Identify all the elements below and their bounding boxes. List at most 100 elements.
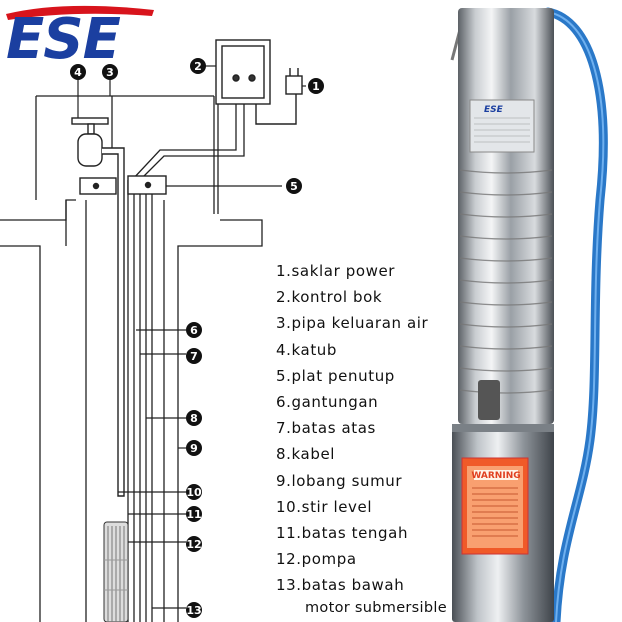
callout-marker: 10 [186,484,202,500]
callout-marker: 1 [308,78,324,94]
legend-continuation: motor submersible [305,600,447,616]
brand-logo: ESE [6,5,154,62]
callout-circle [308,78,324,94]
legend-item: 2.kontrol bok [276,284,456,310]
control-box [215,39,271,105]
legend-item-number: 10. [276,497,302,516]
legend-item-number: 8. [276,445,292,464]
callout-number: 2 [194,60,202,73]
callout-circle [186,536,202,552]
callout-marker: 8 [186,410,202,426]
pump-stage-rings [459,169,553,394]
legend-item-label: katub [291,340,338,359]
callout-circle [70,64,86,80]
legend-item: 10.stir level [276,494,456,520]
legend-item-label: batas atas [291,419,376,438]
legend-item: 4.katub [276,337,456,363]
callout-marker: 6 [186,322,202,338]
leader-lines [77,65,306,609]
pump-nameplate [469,99,535,153]
legend-item: 11.batas tengah [276,520,456,546]
legend-item-label: lobang sumur [291,471,403,490]
callout-circle [186,322,202,338]
callout-number: 1 [312,80,320,93]
callout-number: 4 [74,66,82,79]
callout-number: 5 [290,180,298,193]
callout-marker: 13 [186,602,202,618]
legend-item-number: 2. [276,288,292,307]
callout-marker: 3 [102,64,118,80]
legend-item-label: kontrol bok [291,288,383,307]
legend-item: 3.pipa keluaran air [276,310,456,336]
callout-circle [186,602,202,618]
pipe-frame [35,95,219,214]
legend-item-number: 13. [276,576,302,595]
callout-circle [186,506,202,522]
callout-circle [186,484,202,500]
callout-number: 8 [190,412,198,425]
legend-item: 1.saklar power [276,258,456,284]
legend-item-number: 11. [276,523,302,542]
callout-circle [102,64,118,80]
legend-item: 13.batas bawah [276,572,456,598]
pump-body [103,521,129,622]
callout-number: 9 [190,442,198,455]
legend-item: 5.plat penutup [276,363,456,389]
legend-item-number: 4. [276,340,292,359]
legend-item: 9.lobang sumur [276,468,456,494]
legend-item-number: 5. [276,366,292,385]
callout-number: 6 [190,324,198,337]
power-switch [255,68,303,125]
callout-circle [186,410,202,426]
callout-marker: 11 [186,506,202,522]
warning-title: WARNING [471,471,520,481]
legend-item-label: gantungan [291,392,379,411]
pump-intake [478,380,500,420]
callout-number: 3 [106,66,114,79]
legend-item-number: 12. [276,550,302,569]
callout-number: 13 [186,604,201,617]
legend-item-label: kabel [291,445,336,464]
callout-marker: 5 [286,178,302,194]
legend-item-label: batas tengah [301,523,409,542]
valve [71,117,125,497]
nameplate-logo: ESE [484,105,504,115]
callout-marker: 7 [186,348,202,364]
callout-number: 11 [186,508,201,521]
callout-circle [190,58,206,74]
legend-item-label: stir level [301,497,373,516]
callout-marker: 2 [190,58,206,74]
callout-marker: 4 [70,64,86,80]
callout-marker: 12 [186,536,202,552]
logo-text: ESE [6,7,121,62]
callout-circle [186,440,202,456]
legend-item-label: batas bawah [301,576,405,595]
callout-number: 12 [186,538,201,551]
legend-item-label: plat penutup [291,366,395,385]
callout-circle [286,178,302,194]
well-ground-outline [0,199,263,622]
callout-number: 7 [190,350,198,363]
legend-item: 6.gantungan [276,389,456,415]
legend-item-label: pipa keluaran air [291,314,429,333]
legend-item-number: 6. [276,392,292,411]
legend-item-number: 9. [276,471,292,490]
logo-swoosh [6,5,154,20]
legend-item-number: 3. [276,314,292,333]
legend-item-number: 7. [276,419,292,438]
legend-item-label: saklar power [291,262,396,280]
legend-item-label: pompa [301,550,357,569]
legend-item-number: 1. [276,262,292,280]
legend-item: 8.kabel [276,441,456,467]
legend-item: 7.batas atas [276,415,456,441]
legend-item: 12.pompa [276,546,456,572]
callout-marker: 9 [186,440,202,456]
cover-plate [79,175,167,195]
callout-number: 10 [186,486,202,499]
callout-circle [186,348,202,364]
